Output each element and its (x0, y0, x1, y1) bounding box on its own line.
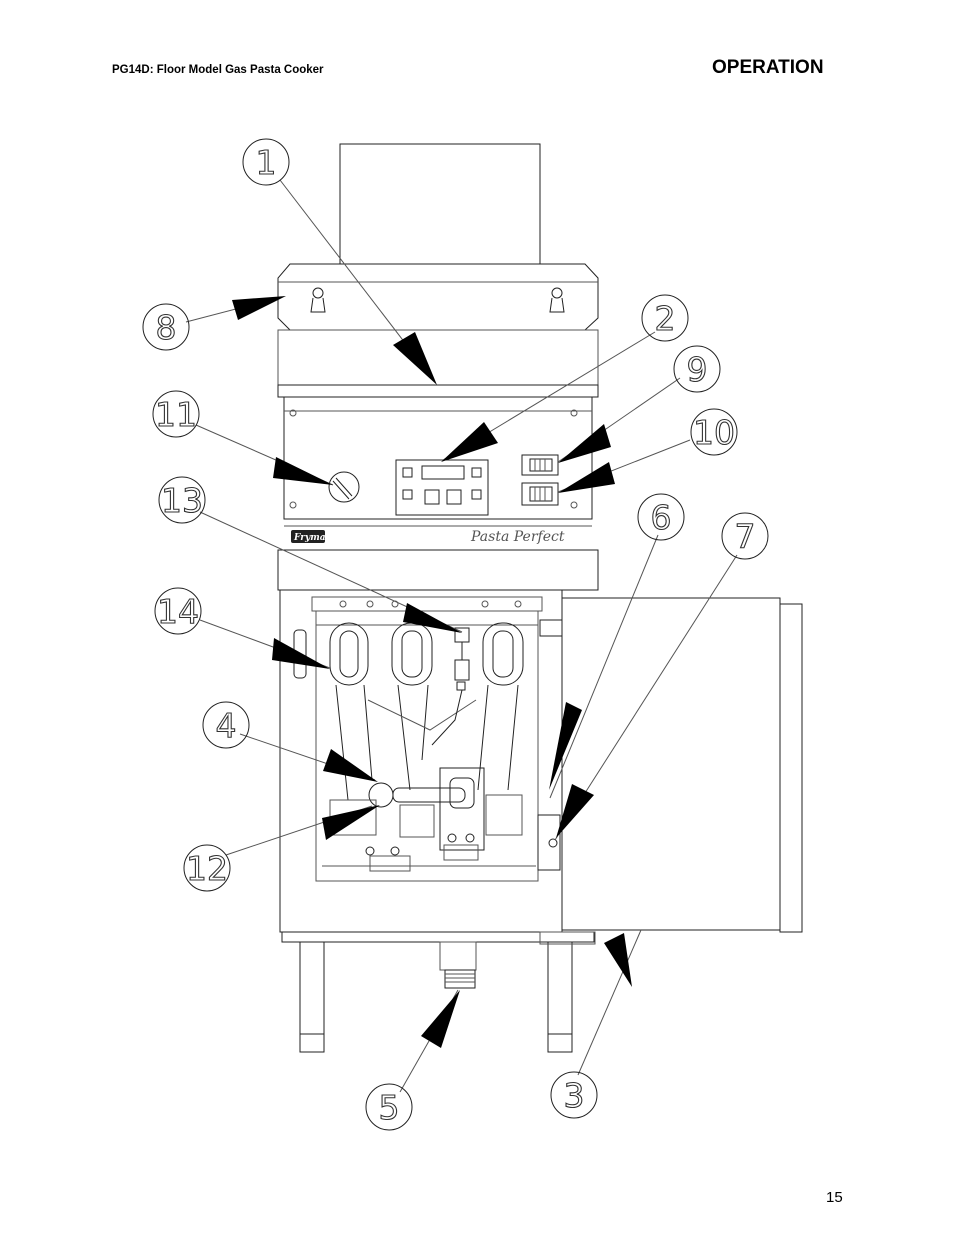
page-number: 15 (826, 1189, 843, 1206)
callout-7: 7 (735, 517, 756, 556)
document-model-title: PG14D: Floor Model Gas Pasta Cooker (112, 64, 324, 76)
callout-arrows (232, 296, 632, 1048)
callout-3: 3 (564, 1076, 585, 1115)
basket-hook-right (549, 287, 565, 313)
leg-right (547, 941, 573, 1035)
basket-hook-left (310, 287, 326, 313)
callout-9: 9 (687, 350, 708, 389)
callout-11: 11 (155, 395, 197, 434)
burner-compartment (315, 610, 539, 882)
melt-cycle-switch (521, 482, 559, 506)
callout-2: 2 (655, 299, 676, 338)
callout-12: 12 (186, 849, 228, 888)
callout-4: 4 (216, 706, 237, 745)
basket-hanger (277, 263, 599, 331)
callout-6: 6 (651, 498, 672, 537)
cabinet-door (537, 597, 803, 933)
section-title: OPERATION (712, 57, 824, 78)
pilot-assembly (431, 627, 470, 746)
gas-valve-knob (328, 471, 360, 503)
leg-left (299, 941, 325, 1035)
callout-1: 1 (256, 143, 277, 182)
callout-14: 14 (157, 592, 199, 631)
flue-stack (339, 143, 541, 265)
gas-control-valve (322, 767, 536, 872)
frymaster-logo (291, 530, 325, 543)
callout-8: 8 (156, 308, 177, 347)
brand-script: Pasta Perfect (470, 529, 565, 545)
callout-bubbles: 1 2 3 4 5 6 7 8 9 10 11 12 13 14 (142, 138, 769, 1131)
logo-text: Frymaster (293, 533, 347, 543)
callout-13: 13 (161, 481, 203, 520)
drain-valve (444, 969, 476, 989)
computer-controller (395, 459, 489, 516)
callout-10: 10 (693, 413, 735, 452)
callout-5: 5 (379, 1088, 400, 1127)
power-switch (521, 454, 559, 476)
